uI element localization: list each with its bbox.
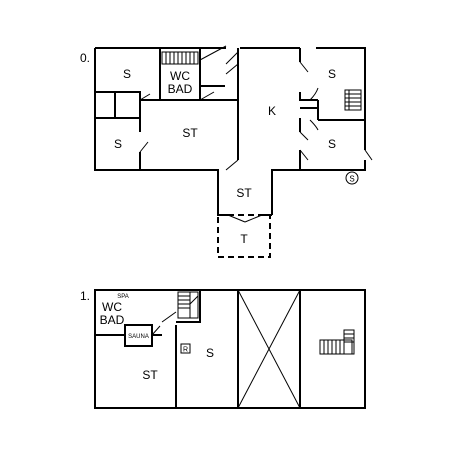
floor-0-circle-s-symbol [345,171,359,185]
floor-1-room-wc: WC [102,300,122,314]
floor-0-room-s-left: S [114,137,122,151]
floor-1-room-st: ST [142,368,158,382]
floor-1-doors [151,311,177,336]
floor-0-room-s-right-bottom: S [328,137,336,151]
floor-1-room-bad: BAD [100,313,125,327]
floor-0-closet-2 [114,91,141,119]
floor-0-wc-bad-box [159,47,201,101]
floor-1: 1. [80,289,366,409]
floor-0-closet-1 [94,91,116,119]
floor-0-room-bad: BAD [168,82,193,96]
floor-1-open-void [237,289,301,409]
floor-0-room-st-center: ST [182,126,198,140]
floor-0-interior-walls [95,48,365,170]
floor-1-room-s: S [206,346,214,360]
floor-0-terrace-outline [217,214,271,258]
floor-1-room-spa: SPA [117,294,129,300]
floor-1-outer-wall [94,289,366,409]
floor-0-porch-doors [227,214,263,223]
floor-0-stairs-top [161,51,199,65]
floor-0-room-st-porch: ST [236,186,252,200]
floor-1-sauna-box [124,324,153,347]
floor-1-r-label: R [183,347,188,354]
floor-0-stairs-right [344,89,362,111]
floor-1-stairs [177,291,199,319]
floor-0-outer-wall [94,47,366,215]
floor-0-room-wc: WC [170,69,190,83]
floor-0-room-s-right-top: S [328,67,336,81]
floor-0-room-terrace: T [240,232,248,246]
floor-0-level-label: 0. [80,51,90,65]
floor-1-room-sauna: SAUNA [128,334,149,340]
floor-0: 0. [80,45,373,258]
floor-1-level-label: 1. [80,289,90,303]
floor-0-room-kitchen: K [268,104,276,118]
floor-1-r-box [180,343,191,354]
floor-0-room-s-top-left: S [123,67,131,81]
floor-0-doors [139,45,373,171]
floor-0-circle-s-label: S [349,175,354,184]
floor-1-stairs-right [319,329,355,355]
